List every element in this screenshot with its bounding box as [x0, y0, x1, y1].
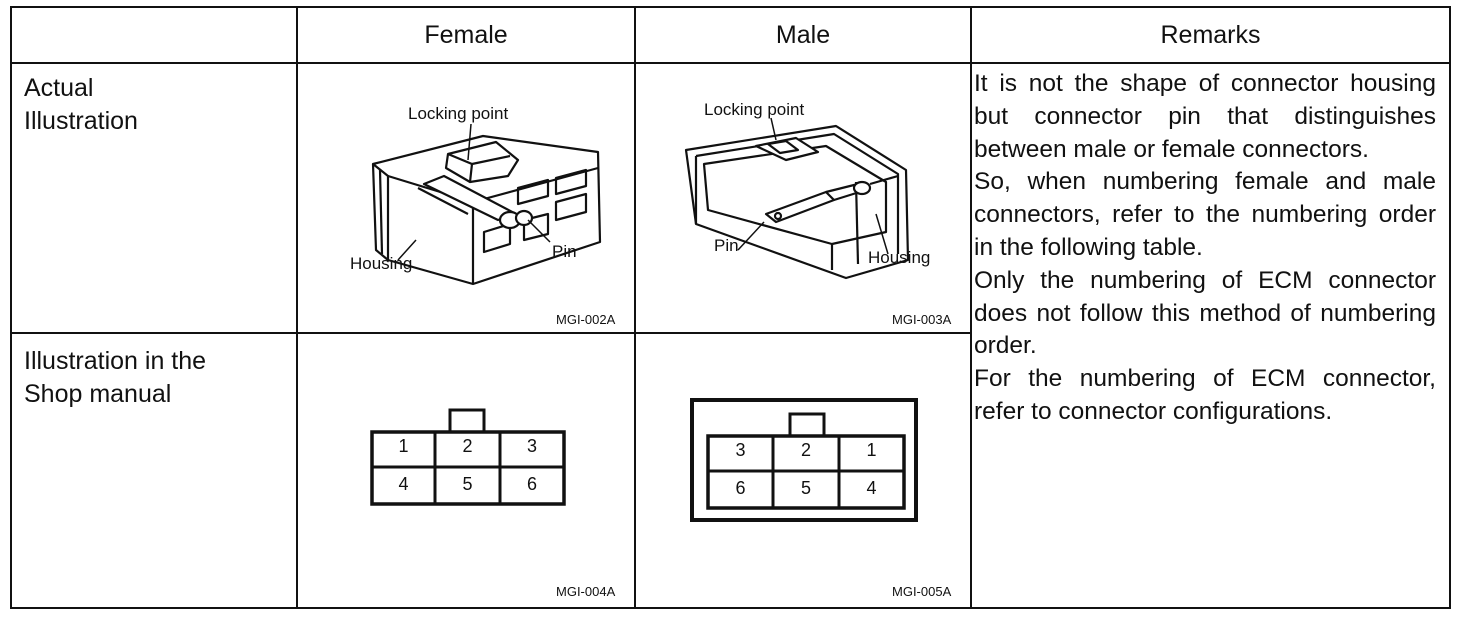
female-pin-6: 6 [526, 474, 537, 494]
male-actual-cell: Locking point Pin Housing MGI-003A [636, 64, 970, 332]
row-label-shop-line2: Shop manual [24, 380, 172, 408]
female-pin-5: 5 [462, 474, 473, 494]
male-pin-1: 1 [866, 440, 877, 460]
header-male: Male [775, 20, 831, 49]
row-label-actual-line2: Illustration [24, 107, 138, 135]
male-shop-cell: 3 2 1 6 5 4 MGI-005A [636, 334, 970, 605]
row-label-actual: Actual Illustration [24, 72, 294, 138]
female-housing-label: Housing [350, 254, 413, 273]
col-divider-2 [634, 8, 636, 607]
remarks-para-2: So, when numbering female and male conne… [974, 168, 1436, 261]
female-pin-2: 2 [462, 436, 473, 456]
row-divider [12, 332, 970, 334]
col-divider-3 [970, 8, 972, 607]
header-female: Female [424, 20, 508, 49]
remarks-para-4: For the numbering of ECM connector, refe… [974, 365, 1436, 425]
female-pin-4: 4 [398, 474, 409, 494]
male-pin-label: Pin [714, 236, 739, 255]
female-actual-cell: Locking point Housing Pin MGI-002A [298, 64, 634, 332]
male-pin-2: 2 [800, 440, 811, 460]
male-locking-point-label: Locking point [704, 100, 805, 119]
female-shop-code: MGI-004A [556, 584, 616, 599]
male-housing-label: Housing [868, 248, 931, 267]
connector-table: Female Male Remarks Actual Illustration … [10, 6, 1451, 609]
female-pin-1: 1 [398, 436, 409, 456]
remarks-para-1: It is not the shape of connector housing… [974, 70, 1436, 163]
female-locking-point-label: Locking point [408, 104, 509, 123]
remarks-text: It is not the shape of connector housing… [974, 68, 1436, 429]
male-pin-diagram [690, 398, 918, 522]
male-actual-code: MGI-003A [892, 312, 952, 327]
male-shop-code: MGI-005A [892, 584, 952, 599]
row-label-actual-line1: Actual [24, 74, 94, 102]
male-pin-6: 6 [735, 478, 746, 498]
row-label-shop: Illustration in the Shop manual [24, 345, 294, 411]
col-divider-1 [296, 8, 298, 607]
male-connector-drawing [684, 117, 910, 280]
female-actual-code: MGI-002A [556, 312, 616, 327]
row-label-shop-line1: Illustration in the [24, 347, 207, 375]
remarks-para-3: Only the numbering of ECM connector does… [974, 266, 1436, 360]
female-connector-drawing [371, 123, 602, 286]
header-empty [12, 8, 296, 62]
header-remarks: Remarks [1160, 20, 1261, 49]
female-pin-diagram [370, 408, 566, 506]
female-shop-cell: 1 2 3 4 5 6 MGI-004A [298, 334, 634, 605]
male-pin-4: 4 [866, 478, 877, 498]
male-pin-5: 5 [800, 478, 811, 498]
header-divider [12, 62, 1449, 64]
male-pin-3: 3 [735, 440, 746, 460]
female-pin-label: Pin [552, 242, 577, 261]
female-pin-3: 3 [526, 436, 537, 456]
